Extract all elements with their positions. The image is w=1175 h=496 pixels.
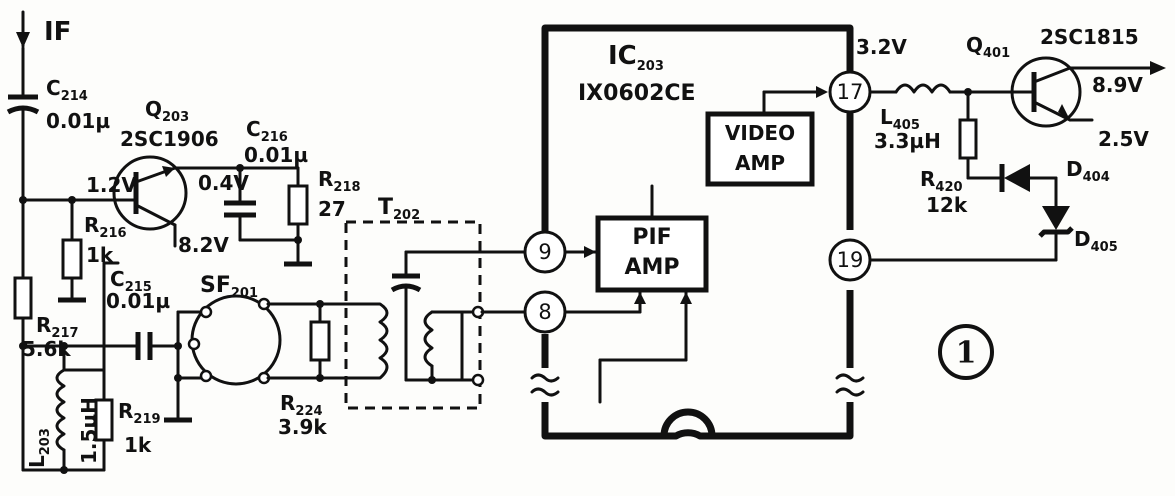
resistor-r218 xyxy=(284,166,312,267)
pin17-voltage: 3.2V xyxy=(856,35,907,59)
r420-label: R420 xyxy=(920,167,963,195)
ic203-outline xyxy=(530,24,865,440)
c214-label: C214 xyxy=(46,76,88,104)
r216-label: R216 xyxy=(84,213,127,241)
figure-number-badge: 1 xyxy=(938,324,994,380)
resistor-r420 xyxy=(958,90,1002,180)
c214-value: 0.01µ xyxy=(46,109,110,133)
r218-label: R218 xyxy=(318,167,361,195)
inductor-l203 xyxy=(55,344,106,474)
capacitor-c215 xyxy=(21,332,180,360)
resistor-r224 xyxy=(309,300,331,382)
c216-label: C216 xyxy=(246,117,288,145)
ic203-label: IC203 xyxy=(608,41,664,74)
r219-value: 1k xyxy=(124,433,152,457)
pin-8: 8 xyxy=(523,290,567,334)
pif-amp-line1: PIF xyxy=(632,225,671,250)
q203-part: 2SC1906 xyxy=(120,127,219,151)
collector-voltage-q401: 2.5V xyxy=(1098,127,1149,151)
pif-amp-block xyxy=(595,215,709,293)
l203-label: L203 xyxy=(25,428,53,468)
l405-value: 3.3µH xyxy=(874,129,941,153)
r218-value: 27 xyxy=(318,197,346,221)
resistor-r219 xyxy=(94,398,114,442)
emitter-voltage-q401: 8.9V xyxy=(1092,73,1143,97)
pin-17: 17 xyxy=(828,70,872,114)
svg-text:19: 19 xyxy=(837,248,864,272)
diode-d404 xyxy=(999,164,1058,208)
sf201-label: SF201 xyxy=(200,273,258,301)
video-amp-line2: AMP xyxy=(735,151,785,175)
collector-voltage: 8.2V xyxy=(178,233,229,257)
svg-text:17: 17 xyxy=(837,80,864,104)
saw-filter-sf201 xyxy=(164,294,348,423)
capacitor-c214 xyxy=(6,46,40,202)
r219-label: R219 xyxy=(118,399,161,427)
q401-label: Q401 xyxy=(966,33,1010,61)
pin-19: 19 xyxy=(828,238,872,282)
r224-label: R224 xyxy=(280,391,323,419)
transistor-q401 xyxy=(1010,56,1166,128)
resistor-r217 xyxy=(13,276,33,320)
l405-label: L405 xyxy=(880,105,920,133)
pif-amp-line2: AMP xyxy=(624,255,679,280)
svg-text:9: 9 xyxy=(538,240,551,264)
r420-value: 12k xyxy=(926,193,968,217)
video-amp-line1: VIDEO xyxy=(725,121,795,145)
emitter-voltage: 0.4V xyxy=(198,171,249,195)
svg-text:8: 8 xyxy=(538,300,551,324)
c215-label: C215 xyxy=(110,267,152,295)
transistor-q203 xyxy=(112,155,188,248)
inductor-l405 xyxy=(868,83,1018,96)
svg-text:1: 1 xyxy=(956,336,977,371)
ic-internal-wiring xyxy=(564,86,828,404)
t202-label: T202 xyxy=(378,195,420,223)
r224-value: 3.9k xyxy=(278,415,327,439)
d405-label: D405 xyxy=(1074,227,1118,255)
diode-d405 xyxy=(1038,206,1074,262)
if-input-arrow xyxy=(16,10,30,48)
d404-label: D404 xyxy=(1066,157,1110,185)
q203-label: Q203 xyxy=(145,97,189,125)
capacitor-c216 xyxy=(224,166,300,242)
ic203-part: IX0602CE xyxy=(578,81,696,106)
c215-value: 0.01µ xyxy=(106,289,170,313)
pin-9: 9 xyxy=(523,230,567,274)
q401-part: 2SC1815 xyxy=(1040,25,1139,49)
base-voltage: 1.2V xyxy=(86,173,137,197)
r217-label: R217 xyxy=(36,313,79,341)
video-amp-block xyxy=(705,111,815,187)
transformer-t202 xyxy=(344,250,530,387)
c216-value: 0.01µ xyxy=(244,143,308,167)
if-label: IF xyxy=(44,17,71,47)
resistor-r216 xyxy=(58,198,86,303)
